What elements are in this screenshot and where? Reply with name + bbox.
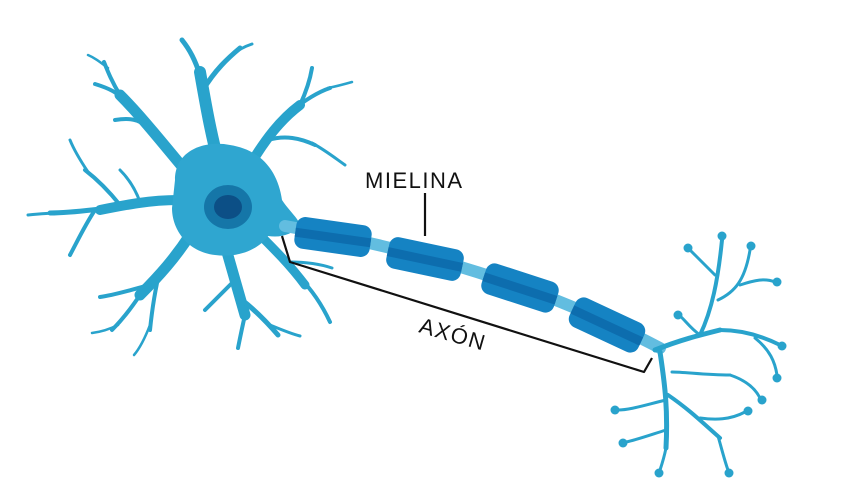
axon-bracket bbox=[280, 235, 653, 374]
myelin-segment bbox=[481, 263, 559, 313]
myelin-sheath bbox=[294, 217, 646, 353]
myelin-label: MIELINA bbox=[365, 168, 464, 193]
myelin-segment bbox=[386, 237, 464, 281]
axon-terminals bbox=[616, 238, 782, 472]
nucleolus bbox=[214, 195, 242, 219]
synaptic-knobs bbox=[610, 231, 787, 478]
myelin-segment bbox=[568, 297, 646, 353]
myelin-segment bbox=[294, 217, 372, 257]
axon-label: AXÓN bbox=[417, 313, 490, 356]
